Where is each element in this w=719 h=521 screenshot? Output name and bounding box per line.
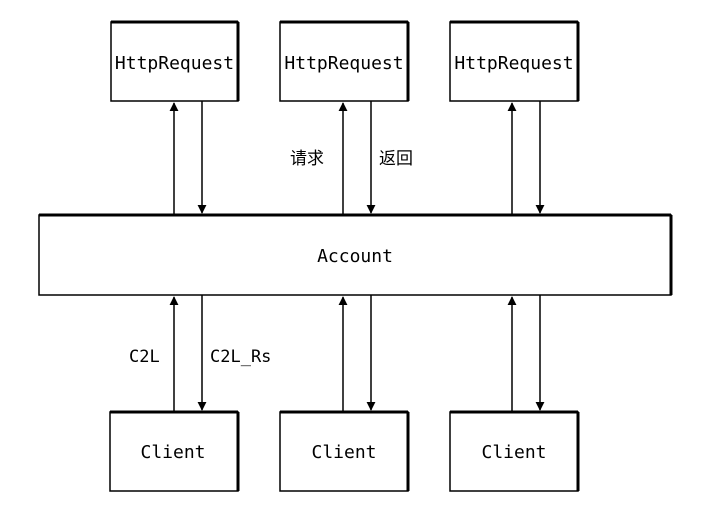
http-request-node-1: HttpRequest [110,20,240,102]
http-request-label-3: HttpRequest [454,53,573,74]
client-node-1: Client [109,410,240,492]
client-node-2: Client [279,410,410,492]
edge-label-c2l: C2L [129,347,160,367]
client-label-1: Client [140,442,205,463]
client-label-2: Client [311,442,376,463]
http-request-label-2: HttpRequest [284,53,403,74]
edge-label-c2l-rs: C2L_Rs [210,347,271,367]
http-request-node-2: HttpRequest [279,20,410,102]
client-node-3: Client [449,410,580,492]
account-label: Account [317,246,393,267]
edge-label-request: 请求 [290,149,324,169]
http-request-label-1: HttpRequest [115,53,234,74]
http-request-node-3: HttpRequest [449,20,580,102]
edge-label-return: 返回 [379,149,413,169]
account-node: Account [38,213,673,296]
client-label-3: Client [481,442,546,463]
